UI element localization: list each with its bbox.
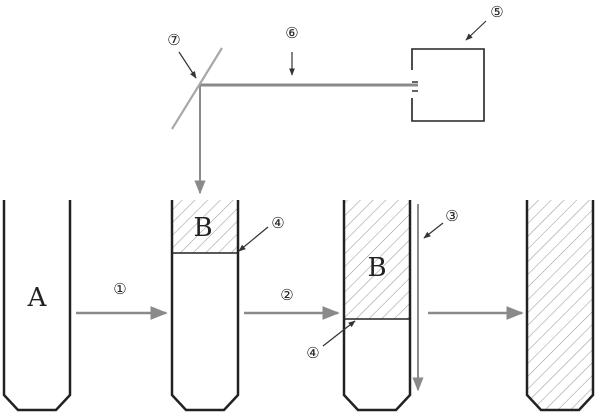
leader-arrow-4-top [238,226,269,252]
laser-source [411,48,485,122]
leader-arrow-7 [178,51,197,79]
leader-arrow-5 [465,20,487,41]
leader-arrow-3 [423,222,444,239]
laser-beam [194,83,418,195]
marker-2: ② [280,286,293,304]
test-tube-final [525,200,595,412]
liquid-b-full [527,200,593,410]
leader-arrow-4-bottom [322,320,356,347]
marker-4-bottom: ④ [306,344,319,362]
marker-3: ③ [445,207,458,225]
marker-4-top: ④ [271,214,284,232]
test-tube-b-middle: B [342,200,412,412]
tube-a-label: A [27,283,48,313]
test-tube-a: A [2,200,72,412]
mirror [171,47,223,130]
tube-b-mid-label: B [367,253,386,283]
marker-6: ⑥ [285,24,298,42]
test-tube-b-top: B [170,200,240,412]
tube-b-top-label: B [193,213,212,243]
liquid-b-layer [172,200,238,253]
marker-5: ⑤ [490,3,503,21]
liquid-b-extended [344,200,410,319]
marker-1: ① [113,280,126,298]
marker-7: ⑦ [167,31,180,49]
